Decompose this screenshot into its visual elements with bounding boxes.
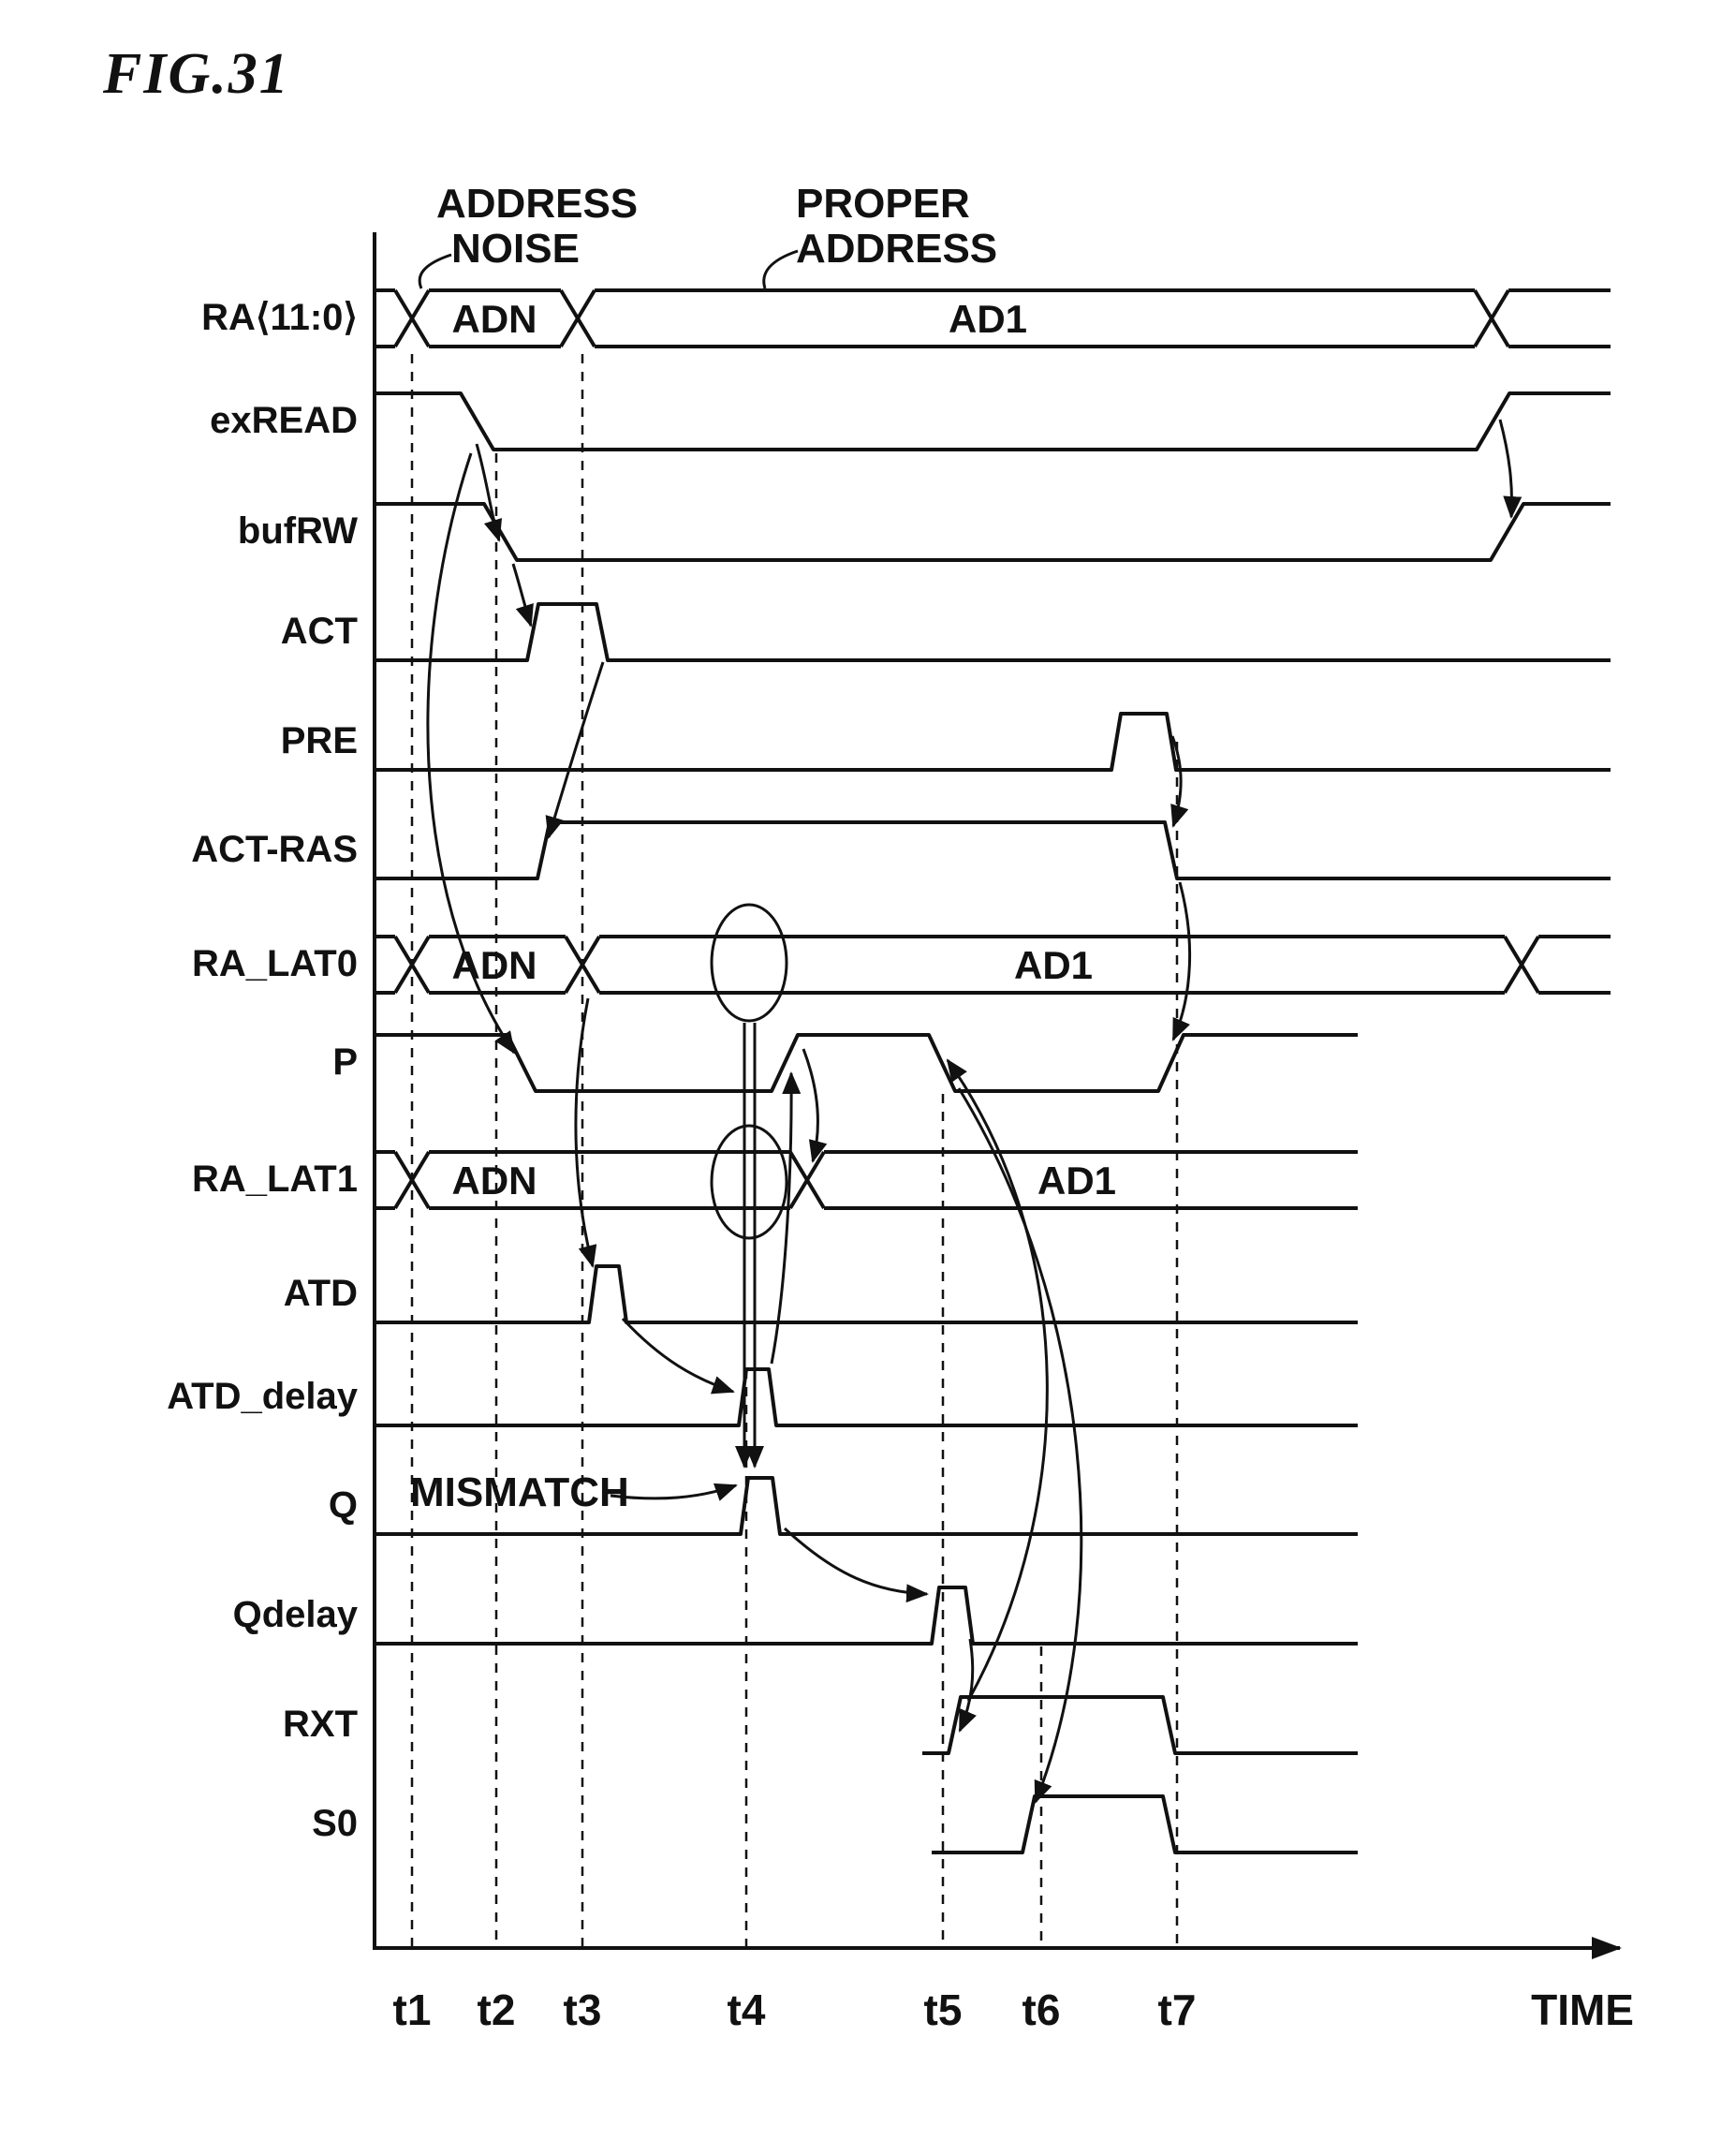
bus-crossing-ra-11-0 (1473, 288, 1510, 348)
signal-label-ra-lat0: RA_LAT0 (192, 943, 358, 984)
arrow-exread-to-bufrw (475, 443, 503, 542)
signal-label-s0: S0 (312, 1803, 358, 1844)
signal-waveform-s0 (932, 1794, 1358, 1854)
signal-label-act: ACT (281, 611, 358, 652)
arrow-act-to-act-ras (545, 661, 605, 839)
arrow-atd-delay-to-p (770, 1071, 802, 1365)
tick-label-t2: t2 (478, 1985, 516, 2034)
bus-crossing-ra-lat0 (1503, 935, 1540, 995)
signal-waveform-bufrw (375, 502, 1611, 562)
proper-address-label: PROPER (796, 181, 970, 227)
bus-value-label-ra-lat1: AD1 (1037, 1159, 1116, 1203)
signal-label-pre: PRE (281, 720, 358, 761)
arrow-p-to-s0 (957, 1087, 1083, 1804)
bus-value-label-ra-11-0: AD1 (949, 297, 1027, 341)
arrow-mismatch-to-q (610, 1483, 738, 1501)
arrow-bufrw-to-act (511, 563, 534, 627)
arrow-exread-to-p (426, 452, 516, 1055)
signal-waveform-pre (375, 712, 1611, 772)
tick-label-t1: t1 (393, 1985, 432, 2034)
tick-label-t5: t5 (924, 1985, 963, 2034)
signal-waveform-exread (375, 391, 1611, 451)
bus-crossing-ra-11-0 (559, 288, 596, 348)
address-noise-label: ADDRESS (436, 181, 638, 227)
address-noise-leader (418, 253, 452, 289)
signal-label-act-ras: ACT-RAS (191, 829, 358, 870)
arrow-pre-to-act-ras (1170, 735, 1189, 828)
tick-label-t7: t7 (1158, 1985, 1197, 2034)
signal-waveform-p (375, 1033, 1358, 1093)
bus-value-label-ra-lat0: ADN (452, 943, 537, 987)
signal-label-atd-delay: ATD_delay (167, 1376, 359, 1417)
signal-label-p: P (332, 1041, 358, 1083)
signal-waveform-qdelay (375, 1586, 1358, 1646)
bus-value-label-ra-lat1: ADN (452, 1159, 537, 1203)
figure-title: FIG.31 (103, 42, 290, 106)
arrow-q-to-qdelay (783, 1527, 929, 1603)
signal-label-bufrw: bufRW (238, 510, 358, 552)
tick-label-t3: t3 (564, 1985, 602, 2034)
signal-waveform-atd-delay (375, 1367, 1358, 1427)
bus-value-label-ra-lat0: AD1 (1014, 943, 1093, 987)
signal-waveform-act-ras (375, 820, 1611, 880)
bus-crossing-ra-lat0 (393, 935, 431, 995)
comparison-highlight-ellipse (710, 1124, 788, 1240)
mismatch-label: MISMATCH (410, 1469, 629, 1515)
arrow-p-to-ra-lat1 (802, 1048, 828, 1163)
signal-label-ra-11-0: RA⟨11:0⟩ (201, 297, 358, 338)
bus-crossing-ra-lat1 (393, 1150, 431, 1210)
bus-crossing-ra-lat0 (564, 935, 601, 995)
bus-crossing-ra-11-0 (393, 288, 431, 348)
proper-address-leader (762, 249, 799, 289)
signal-waveform-rxt (922, 1695, 1358, 1755)
address-noise-label: NOISE (451, 226, 580, 272)
signal-label-exread: exREAD (210, 400, 358, 441)
proper-address-label: ADDRESS (796, 226, 997, 272)
signal-label-atd: ATD (284, 1273, 358, 1314)
arrow-exread-rise-to-bufrw-rise (1498, 419, 1523, 519)
signal-waveform-q (375, 1476, 1358, 1536)
signal-label-qdelay: Qdelay (233, 1594, 359, 1635)
signal-label-ra-lat1: RA_LAT1 (192, 1159, 358, 1200)
comparison-highlight-ellipse (710, 903, 788, 1023)
tick-label-t6: t6 (1022, 1985, 1061, 2034)
arrow-qdelay-to-rxt (958, 1638, 977, 1733)
time-axis-label: TIME (1531, 1985, 1634, 2034)
signal-label-q: Q (329, 1484, 358, 1526)
signal-waveform-atd (375, 1264, 1358, 1324)
tick-label-t4: t4 (728, 1985, 766, 2034)
arrow-ra-lat0-to-atd (574, 997, 597, 1268)
arrow-act-ras-to-p (1171, 881, 1192, 1041)
bus-value-label-ra-11-0: ADN (452, 297, 537, 341)
signal-waveform-act (375, 602, 1611, 662)
arrow-atd-to-atd-delay (621, 1317, 735, 1395)
arrow-rxt-to-p (946, 1058, 1049, 1702)
signal-label-rxt: RXT (283, 1704, 358, 1745)
